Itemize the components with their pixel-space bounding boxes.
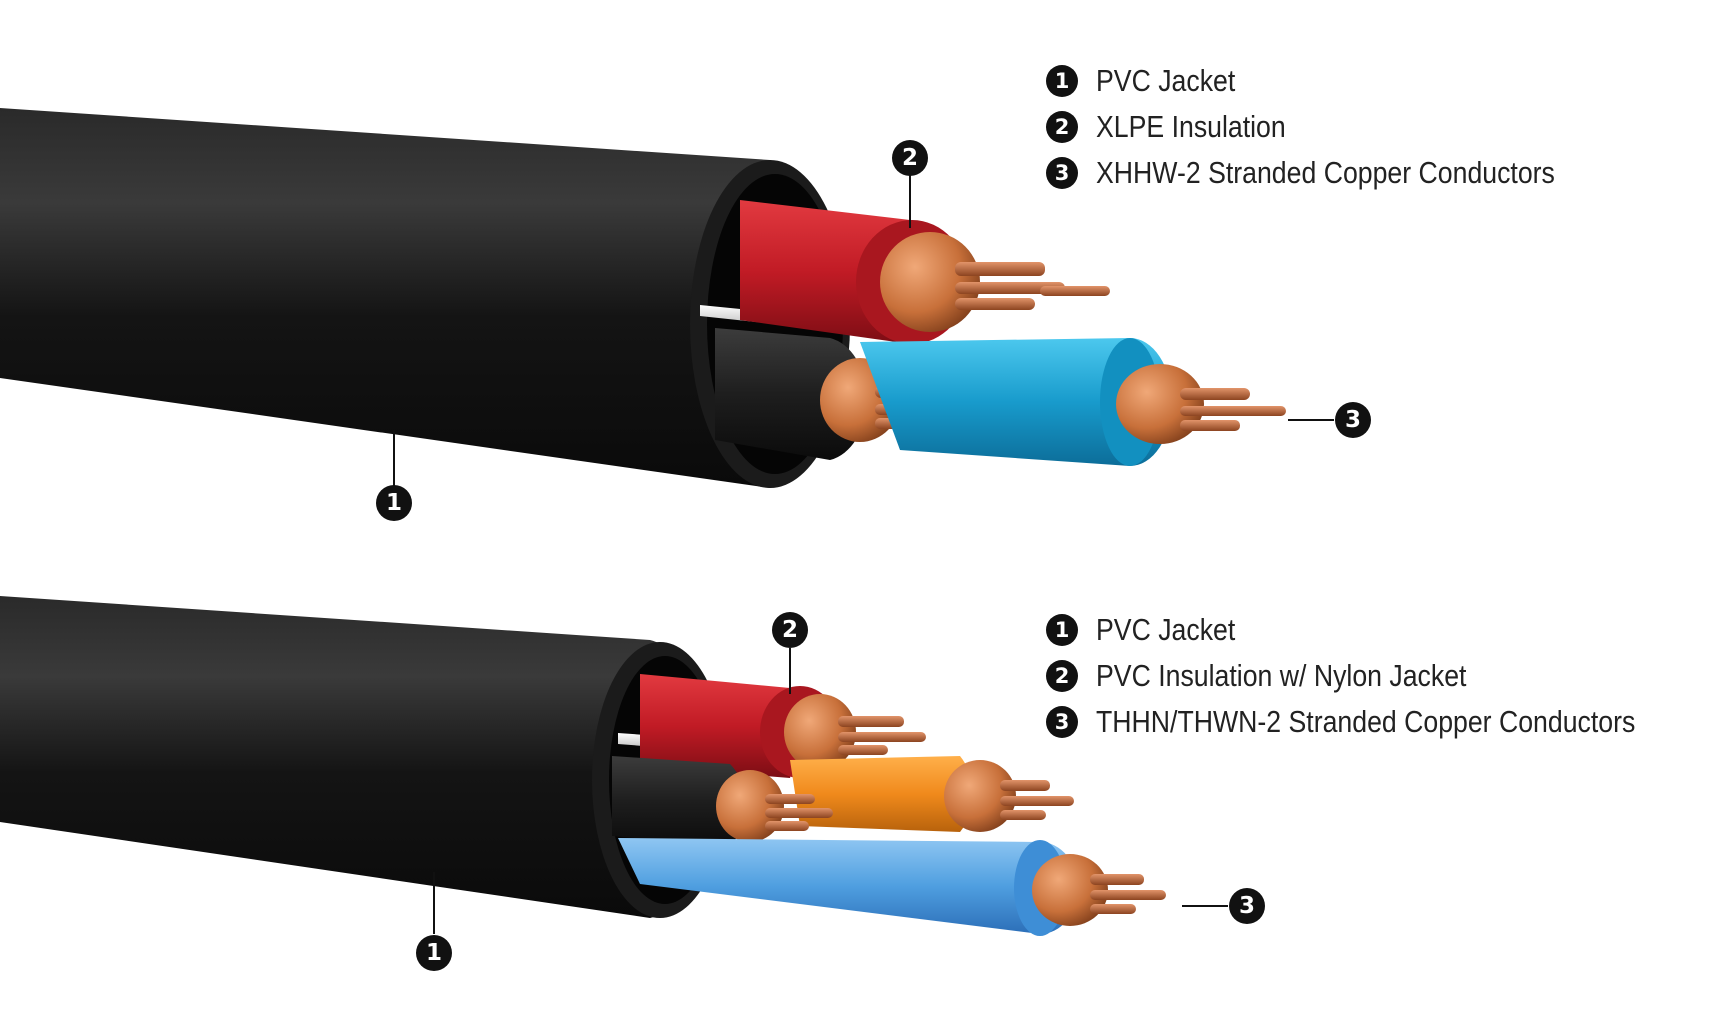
copper-strands	[1116, 364, 1204, 444]
callout-conductor-bottom: 3	[1229, 888, 1265, 924]
number-badge: 2	[1046, 660, 1078, 692]
callout-insulation-top: 2	[892, 140, 928, 176]
callout-conductor-top: 3	[1335, 402, 1371, 438]
cable-bottom	[0, 596, 1228, 936]
copper-strands	[1032, 854, 1108, 926]
copper-strands	[944, 760, 1016, 832]
legend-label: PVC Jacket	[1096, 63, 1236, 98]
copper-strands	[716, 770, 784, 842]
legend-label: PVC Insulation w/ Nylon Jacket	[1096, 658, 1467, 693]
pvc-jacket-top	[0, 108, 842, 488]
number-badge: 3	[1046, 706, 1078, 738]
legend-bottom: 1 PVC Jacket 2 PVC Insulation w/ Nylon J…	[1046, 607, 1723, 745]
legend-item: 2 PVC Insulation w/ Nylon Jacket	[1046, 653, 1723, 699]
legend-item: 2 XLPE Insulation	[1046, 104, 1630, 150]
legend-top: 1 PVC Jacket 2 XLPE Insulation 3 XHHW-2 …	[1046, 58, 1630, 196]
number-badge: 3	[1046, 157, 1078, 189]
blue-conductor-top	[860, 338, 1286, 466]
legend-label: THHN/THWN-2 Stranded Copper Conductors	[1096, 704, 1636, 739]
red-conductor-top	[740, 200, 1110, 344]
copper-strands	[784, 694, 856, 770]
legend-label: XLPE Insulation	[1096, 109, 1286, 144]
cable-illustration	[0, 108, 1334, 936]
pvc-jacket-bottom	[0, 596, 712, 918]
callout-insulation-bottom: 2	[772, 612, 808, 648]
light-blue-conductor-bottom	[618, 838, 1166, 936]
black-conductor-bottom	[612, 756, 833, 846]
legend-item: 3 XHHW-2 Stranded Copper Conductors	[1046, 150, 1630, 196]
copper-strands	[880, 232, 980, 332]
callout-jacket-top: 1	[376, 485, 412, 521]
legend-label: PVC Jacket	[1096, 612, 1236, 647]
callout-jacket-bottom: 1	[416, 935, 452, 971]
red-conductor-bottom	[640, 674, 926, 778]
cable-top	[0, 108, 1334, 488]
legend-item: 1 PVC Jacket	[1046, 58, 1630, 104]
number-badge: 1	[1046, 65, 1078, 97]
legend-item: 3 THHN/THWN-2 Stranded Copper Conductors	[1046, 699, 1723, 745]
legend-label: XHHW-2 Stranded Copper Conductors	[1096, 155, 1555, 190]
number-badge: 1	[1046, 614, 1078, 646]
number-badge: 2	[1046, 111, 1078, 143]
orange-conductor-bottom	[790, 756, 1074, 832]
legend-item: 1 PVC Jacket	[1046, 607, 1723, 653]
